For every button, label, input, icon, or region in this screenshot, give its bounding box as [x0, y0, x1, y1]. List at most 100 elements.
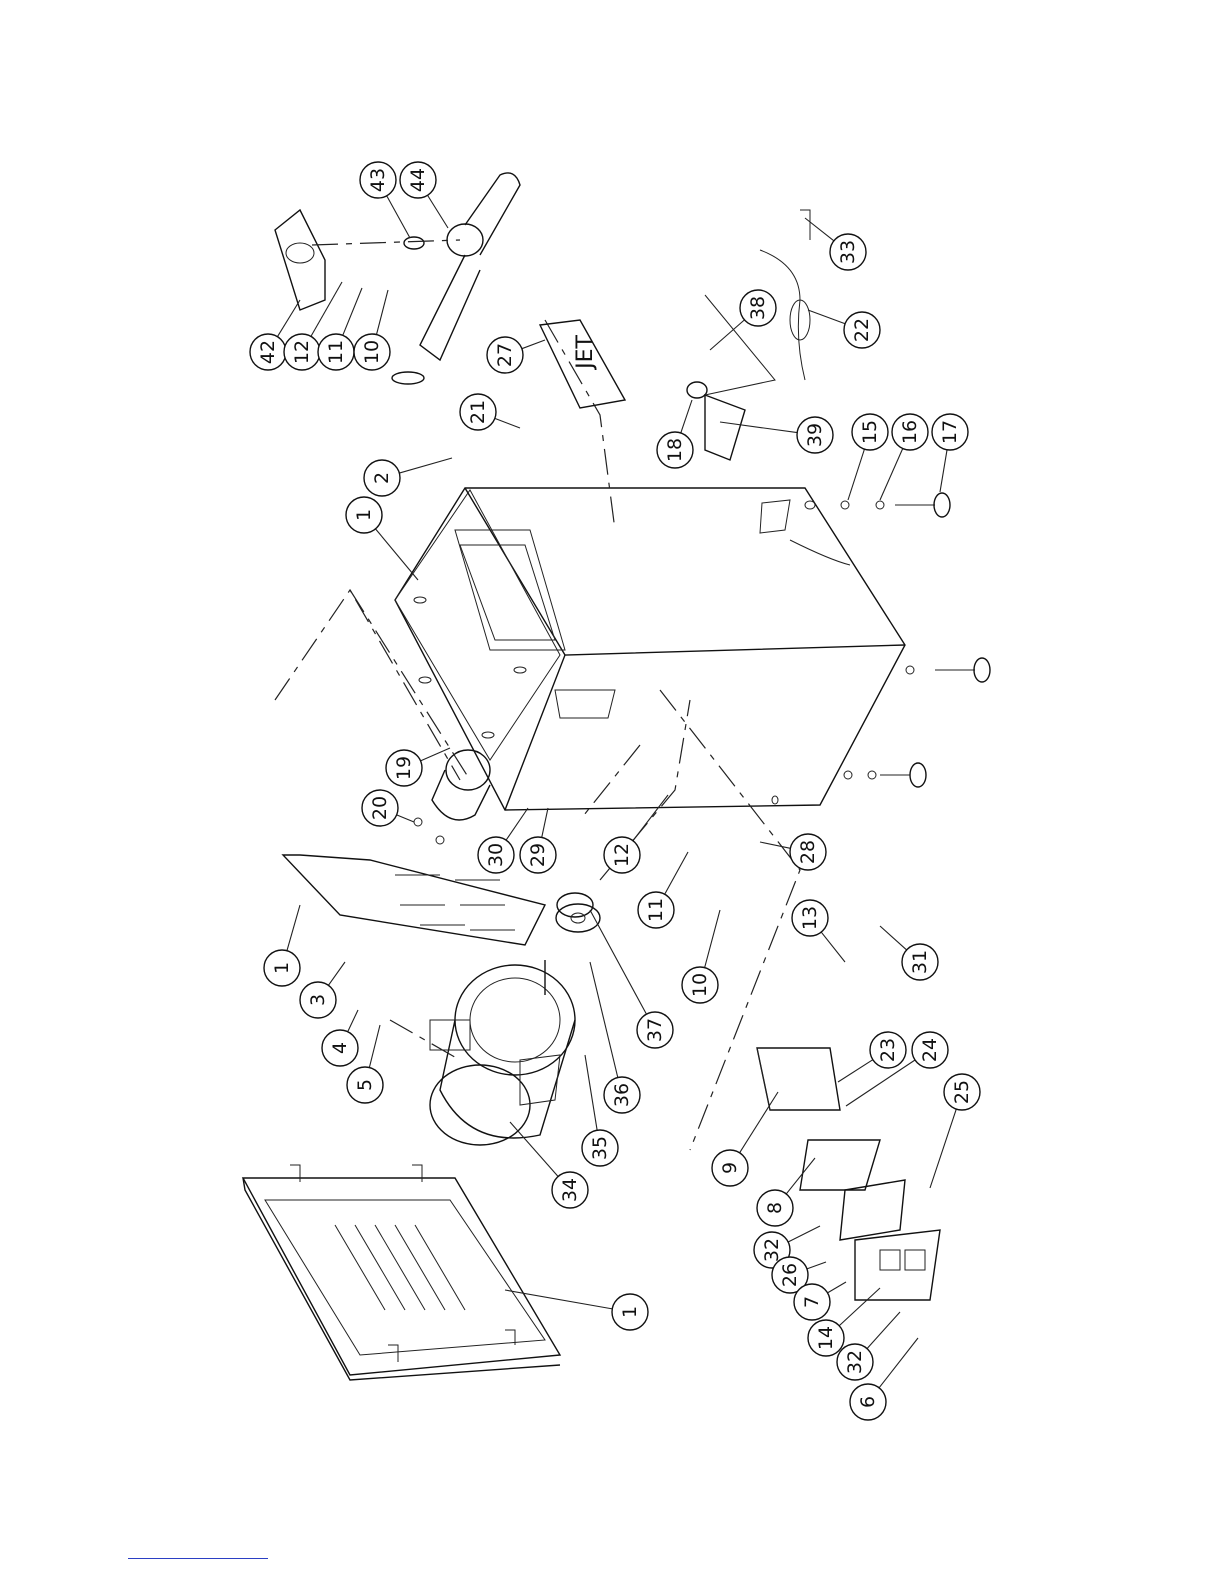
callout-label: 11	[325, 340, 347, 364]
callout-c29: 29	[520, 837, 556, 873]
callout-c33: 33	[830, 234, 866, 270]
leader-c44	[428, 195, 448, 228]
leader-c17	[940, 450, 947, 492]
leader-c14	[839, 1288, 880, 1326]
leader-c13	[821, 932, 845, 962]
callout-c3: 3	[300, 982, 336, 1018]
callout-label: 23	[877, 1038, 899, 1062]
callout-c31: 31	[902, 944, 938, 980]
callout-c11b: 11	[638, 892, 674, 928]
leader-c1c	[505, 1290, 612, 1309]
callout-c14: 14	[808, 1320, 844, 1356]
leader-c6	[879, 1338, 918, 1388]
callout-label: 1	[619, 1306, 641, 1318]
callout-c11a: 11	[318, 334, 354, 370]
leader-c11b	[665, 852, 688, 894]
leader-c1b	[287, 905, 300, 951]
leader-c4	[348, 1010, 358, 1032]
leader-c9	[740, 1092, 778, 1153]
callout-label: 1	[271, 962, 293, 974]
callout-label: 32	[844, 1350, 866, 1374]
callout-label: 14	[815, 1326, 837, 1350]
leveling-feet	[841, 493, 990, 787]
callout-label: 15	[859, 420, 881, 444]
callout-bubbles: 4212111043442721211920302912111028133113…	[250, 162, 980, 1420]
callout-c32b: 32	[837, 1344, 873, 1380]
leader-c16	[880, 448, 903, 500]
callout-c38: 38	[740, 290, 776, 326]
callout-label: 30	[485, 843, 507, 867]
callout-c23: 23	[870, 1032, 906, 1068]
leader-c35	[585, 1055, 597, 1130]
callout-c42: 42	[250, 334, 286, 370]
callout-c34: 34	[552, 1172, 588, 1208]
cabinet-housing	[395, 488, 905, 810]
callout-c17: 17	[932, 414, 968, 450]
callout-label: 9	[719, 1162, 741, 1174]
callout-label: 38	[747, 296, 769, 320]
callout-label: 32	[761, 1238, 783, 1262]
callout-label: 35	[589, 1136, 611, 1160]
callout-c1c: 1	[612, 1294, 648, 1330]
callout-label: 25	[951, 1080, 973, 1104]
leader-c18	[681, 400, 692, 433]
callout-label: 4	[329, 1042, 351, 1054]
inlet-cap	[414, 750, 490, 844]
callout-label: 16	[899, 420, 921, 444]
callout-c25: 25	[944, 1074, 980, 1110]
callout-label: 37	[644, 1018, 666, 1042]
leader-c15	[848, 449, 864, 500]
leader-c32b	[867, 1312, 900, 1349]
leader-c10a	[376, 290, 388, 335]
leader-c3	[328, 962, 345, 985]
callout-label: 24	[919, 1038, 941, 1062]
leader-c11a	[343, 288, 362, 335]
callout-c1a: 1	[346, 497, 382, 533]
callout-c21: 21	[460, 394, 496, 430]
leader-c12b	[633, 795, 668, 841]
callout-c9: 9	[712, 1150, 748, 1186]
callout-label: 36	[611, 1083, 633, 1107]
callout-c28: 28	[790, 834, 826, 870]
leader-c22	[808, 310, 845, 324]
callout-label: 43	[367, 168, 389, 192]
callout-c20: 20	[362, 790, 398, 826]
callout-label: 18	[664, 438, 686, 462]
callout-c8: 8	[757, 1190, 793, 1226]
callout-label: 21	[467, 400, 489, 424]
leader-c29	[542, 808, 548, 837]
callout-c36: 36	[604, 1077, 640, 1113]
callout-label: 27	[494, 343, 516, 367]
callout-label: 34	[559, 1178, 581, 1202]
callout-c37: 37	[637, 1012, 673, 1048]
callout-c12a: 12	[284, 334, 320, 370]
jet-logo-text: JET	[573, 335, 598, 371]
callout-c4: 4	[322, 1030, 358, 1066]
leader-c7	[828, 1282, 846, 1293]
callout-label: 8	[764, 1202, 786, 1214]
leader-c27	[522, 340, 545, 349]
callout-c10a: 10	[354, 334, 390, 370]
callout-label: 10	[361, 340, 383, 364]
assembly-lines	[275, 320, 800, 1150]
callout-label: 10	[689, 973, 711, 997]
leader-c26	[807, 1262, 826, 1269]
leader-c12a	[311, 282, 342, 336]
leader-c28	[760, 842, 790, 848]
callout-c5: 5	[347, 1067, 383, 1103]
callout-c15: 15	[852, 414, 888, 450]
callout-label: 13	[799, 906, 821, 930]
callout-label: 31	[909, 950, 931, 974]
callout-label: 6	[857, 1396, 879, 1408]
leader-c21	[495, 418, 520, 428]
leader-c33	[805, 218, 834, 241]
callout-c6: 6	[850, 1384, 886, 1420]
callout-c2: 2	[364, 460, 400, 496]
leader-c38	[710, 320, 744, 350]
callout-label: 12	[611, 843, 633, 867]
callout-label: 44	[407, 168, 429, 192]
callout-label: 17	[939, 420, 961, 444]
callout-c22: 22	[844, 312, 880, 348]
callout-label: 20	[369, 796, 391, 820]
